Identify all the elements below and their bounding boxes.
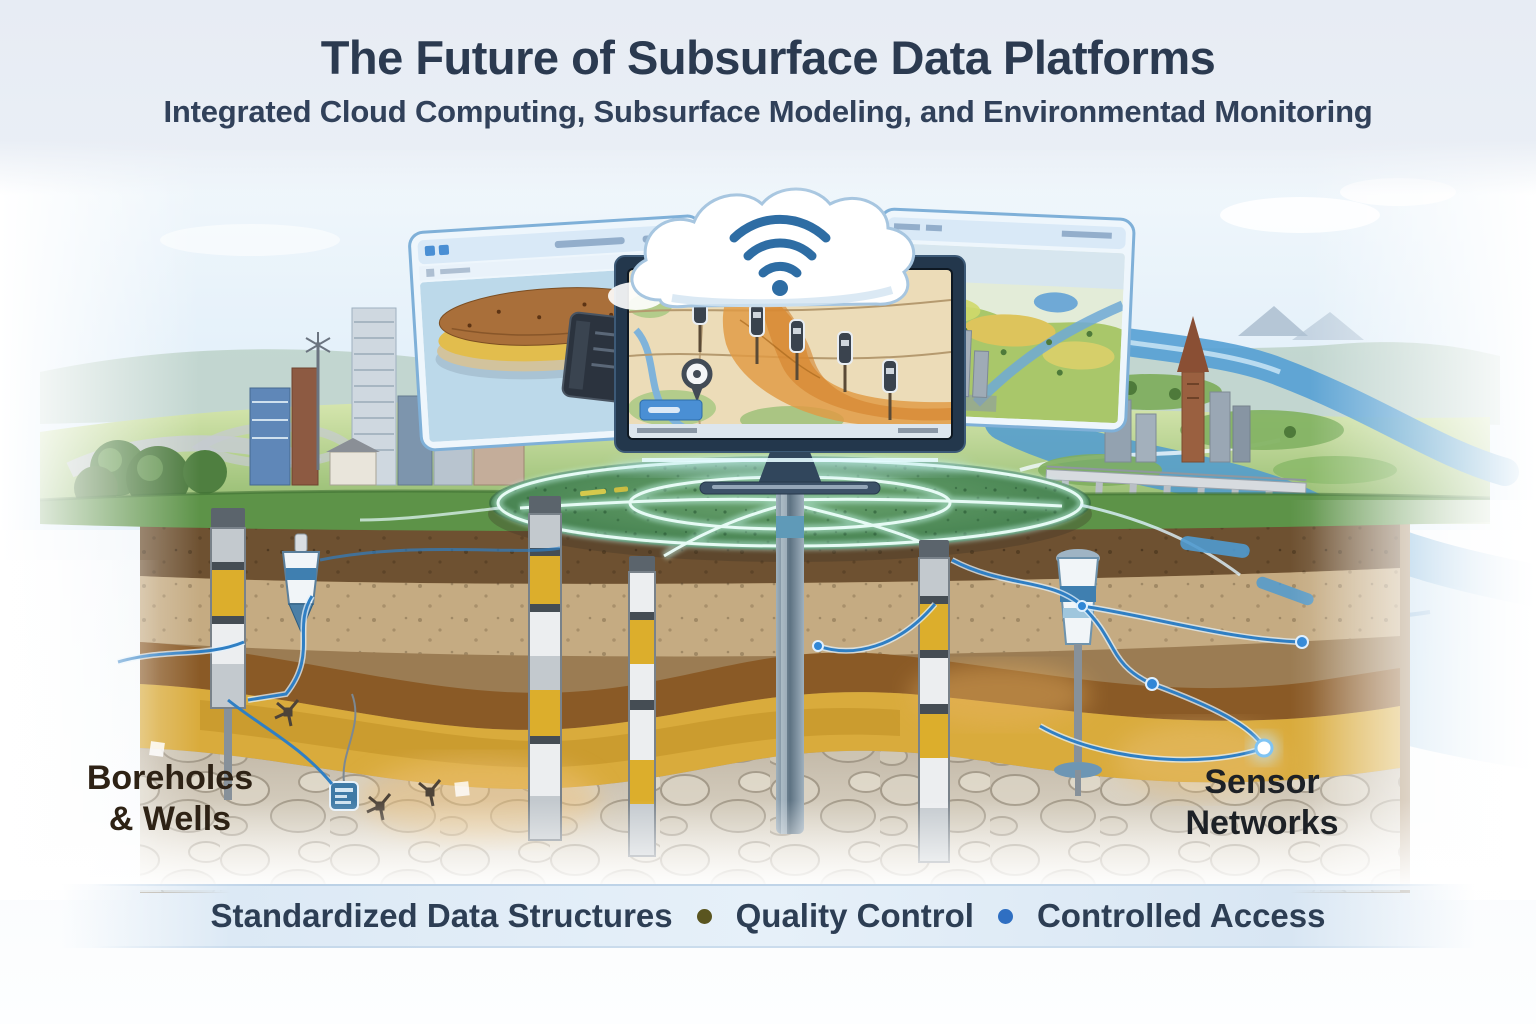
footer-item-quality-control: Quality Control: [735, 897, 974, 934]
bullet-separator-blue: [997, 908, 1013, 924]
label-sensor-networks: Sensor Networks: [1162, 762, 1362, 845]
label-boreholes-line1: Boreholes: [86, 759, 254, 797]
page-title: The Future of Subsurface Data Platforms: [320, 31, 1216, 84]
label-boreholes-wells: Boreholes & Wells: [70, 758, 270, 841]
header: The Future of Subsurface Data Platforms …: [0, 30, 1536, 130]
bullet-separator-olive: [696, 908, 712, 924]
sensor-probe-right: [1054, 549, 1102, 796]
edge-fades: [0, 140, 1536, 900]
label-sensors-line1: Sensor: [1204, 763, 1320, 801]
footer-bar: Standardized Data Structures Quality Con…: [0, 884, 1536, 948]
footer-item-standardized-data-structures: Standardized Data Structures: [210, 897, 673, 934]
label-sensors-line2: Networks: [1185, 804, 1339, 843]
label-boreholes-line2: & Wells: [108, 800, 232, 839]
data-pillar: [776, 490, 804, 834]
page-subtitle: Integrated Cloud Computing, Subsurface M…: [163, 94, 1373, 129]
wifi-icon: [729, 214, 831, 296]
footer-item-controlled-access: Controlled Access: [1036, 897, 1326, 934]
